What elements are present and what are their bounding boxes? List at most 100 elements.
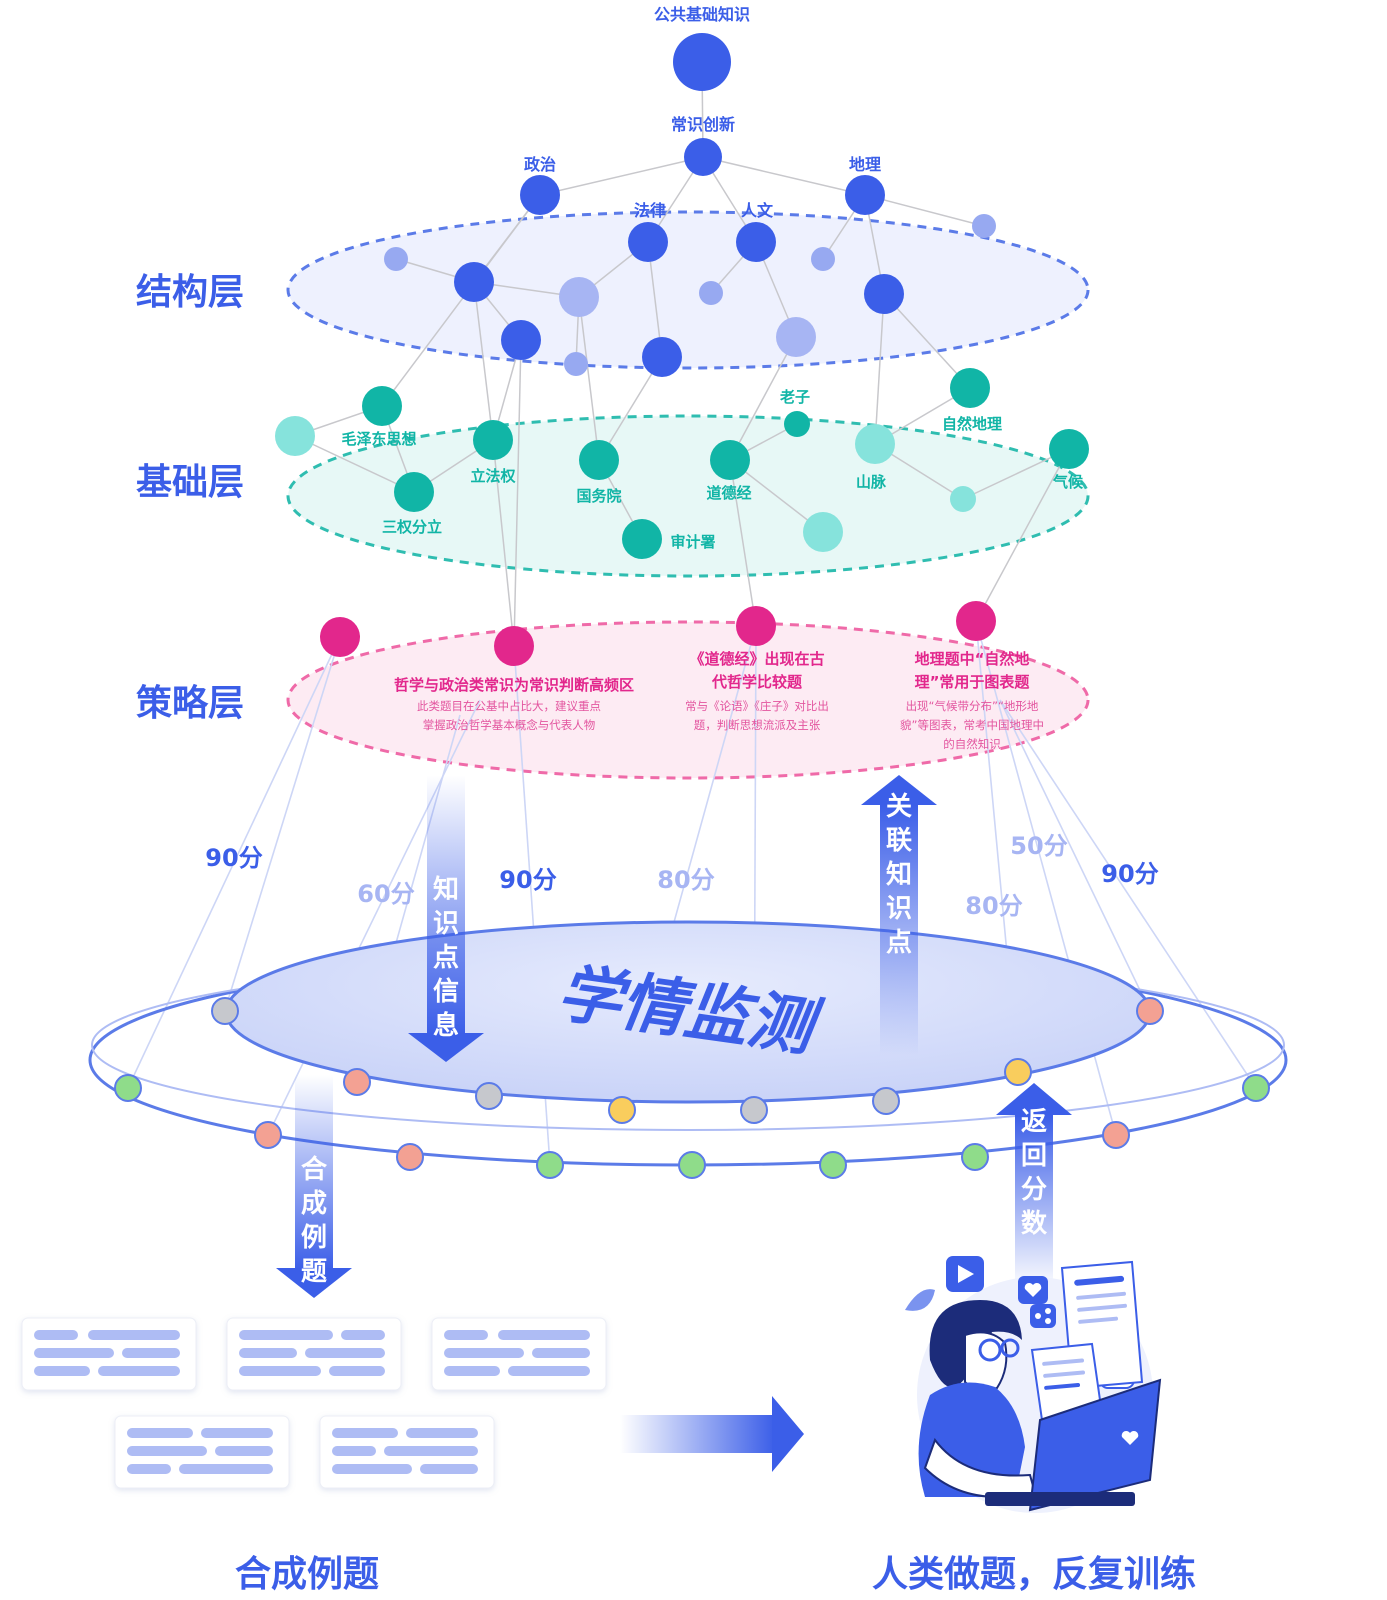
node-s4[interactable] [864, 274, 904, 314]
example-card-5[interactable] [319, 1415, 495, 1489]
node-lifaquan[interactable] [473, 420, 513, 460]
base-nodes [275, 368, 1089, 559]
return-score-c4: 数 [1021, 1209, 1048, 1239]
dot-green-3[interactable] [536, 1151, 564, 1179]
dot-green-5[interactable] [819, 1151, 847, 1179]
label-changshi: 常识创新 [671, 115, 735, 134]
label-ziran: 自然地理 [942, 415, 1002, 433]
strategy1-title: 哲学与政治类常识为常识判断高频区 [394, 676, 634, 694]
node-s1[interactable] [454, 262, 494, 302]
label-renwen: 人文 [741, 201, 774, 220]
node-laozi[interactable] [784, 411, 810, 437]
example-card-4[interactable] [114, 1415, 290, 1489]
synth-examples-c4: 题 [301, 1257, 327, 1287]
label-shenji: 审计署 [670, 533, 715, 551]
dot-green-1[interactable] [114, 1074, 142, 1102]
knowledge-info-c2: 识 [433, 909, 459, 939]
strategy3-desc1: 出现“气候带分布”“地形地 [906, 699, 1039, 713]
label-shanmai: 山脉 [856, 473, 887, 491]
bottom-left-label: 合成例题 [235, 1554, 379, 1595]
arrow-right [620, 1396, 804, 1472]
related-points-c5: 点 [886, 927, 912, 958]
student-illustration [905, 1256, 1162, 1513]
dot-yellow-2[interactable] [1004, 1058, 1032, 1086]
node-falv[interactable] [628, 222, 668, 262]
node-s-light5[interactable] [811, 247, 835, 271]
label-guowuyuan: 国务院 [576, 487, 621, 505]
node-ziran[interactable] [950, 368, 990, 408]
layer-structure-label: 结构层 [136, 272, 244, 313]
arrow-return-score [996, 1083, 1072, 1290]
dot-gray-4[interactable] [872, 1087, 900, 1115]
score-1: 90分 [205, 844, 262, 872]
node-sanquan[interactable] [394, 472, 434, 512]
node-s2[interactable] [501, 320, 541, 360]
top-label: 公共基础知识 [654, 5, 750, 24]
node-s-light2[interactable] [559, 277, 599, 317]
strategy-layer-ellipse [286, 620, 1090, 780]
dot-red-2[interactable] [343, 1068, 371, 1096]
related-points-c1: 关 [886, 792, 912, 822]
structure-nodes [384, 33, 996, 377]
node-mao[interactable] [362, 386, 402, 426]
node-zhengzhi[interactable] [520, 175, 560, 215]
node-s-light6[interactable] [972, 214, 996, 238]
node-b-light3[interactable] [950, 486, 976, 512]
dot-red-1[interactable] [1136, 997, 1164, 1025]
dot-gray-2[interactable] [475, 1082, 503, 1110]
node-b-light1[interactable] [275, 416, 315, 456]
node-shenji[interactable] [622, 519, 662, 559]
dot-red-3[interactable] [254, 1121, 282, 1149]
dot-gray-1[interactable] [211, 997, 239, 1025]
arrow-knowledge-info [408, 775, 484, 1062]
strategy3-title1: 地理题中“自然地 [915, 650, 1030, 668]
node-b-light2[interactable] [803, 512, 843, 552]
node-changshi[interactable] [684, 138, 722, 176]
dot-yellow-1[interactable] [608, 1096, 636, 1124]
dot-green-6[interactable] [961, 1143, 989, 1171]
dot-green-4[interactable] [678, 1151, 706, 1179]
node-p1[interactable] [320, 617, 360, 657]
node-shanmai[interactable] [855, 424, 895, 464]
node-p4[interactable] [956, 601, 996, 641]
label-daodejing: 道德经 [706, 484, 751, 502]
node-s-light4[interactable] [776, 317, 816, 357]
example-card-3[interactable] [431, 1317, 607, 1391]
node-guowuyuan[interactable] [579, 440, 619, 480]
strategy3-desc2: 貌”等图表，常考中国地理中 [900, 718, 1044, 732]
dot-red-4[interactable] [396, 1143, 424, 1171]
node-p2[interactable] [494, 626, 534, 666]
score-5: 50分 [1010, 832, 1067, 860]
strategy-nodes [320, 601, 996, 666]
node-top[interactable] [673, 33, 731, 91]
label-laozi: 老子 [779, 388, 810, 406]
paper-document [1030, 1260, 1144, 1422]
node-p3[interactable] [736, 606, 776, 646]
node-s3[interactable] [642, 337, 682, 377]
node-s-light7[interactable] [564, 352, 588, 376]
arrow-related-points [861, 775, 937, 1055]
node-s-light1[interactable] [384, 247, 408, 271]
example-card-1[interactable] [21, 1317, 197, 1391]
strategy2-desc1: 常与《论语》《庄子》对比出 [685, 699, 829, 713]
node-daodejing[interactable] [710, 440, 750, 480]
node-renwen[interactable] [736, 222, 776, 262]
node-qihou[interactable] [1049, 429, 1089, 469]
strategy1-desc2: 掌握政治哲学基本概念与代表人物 [423, 718, 596, 732]
layer-strategy-label: 策略层 [136, 683, 244, 724]
node-s-light3[interactable] [699, 281, 723, 305]
label-lifaquan: 立法权 [470, 467, 516, 485]
example-card-2[interactable] [226, 1317, 402, 1391]
structure-layer-ellipse [286, 210, 1090, 370]
synth-examples-c3: 例 [301, 1223, 327, 1253]
return-score-c2: 回 [1021, 1141, 1047, 1171]
example-cards [21, 1317, 607, 1489]
dot-red-5[interactable] [1102, 1121, 1130, 1149]
score-7: 90分 [1101, 860, 1158, 888]
knowledge-info-c4: 信 [433, 977, 459, 1007]
node-dili[interactable] [845, 175, 885, 215]
strategy1-desc1: 此类题目在公基中占比大，建议重点 [417, 699, 601, 713]
dot-green-2[interactable] [1242, 1074, 1270, 1102]
dot-gray-3[interactable] [740, 1096, 768, 1124]
